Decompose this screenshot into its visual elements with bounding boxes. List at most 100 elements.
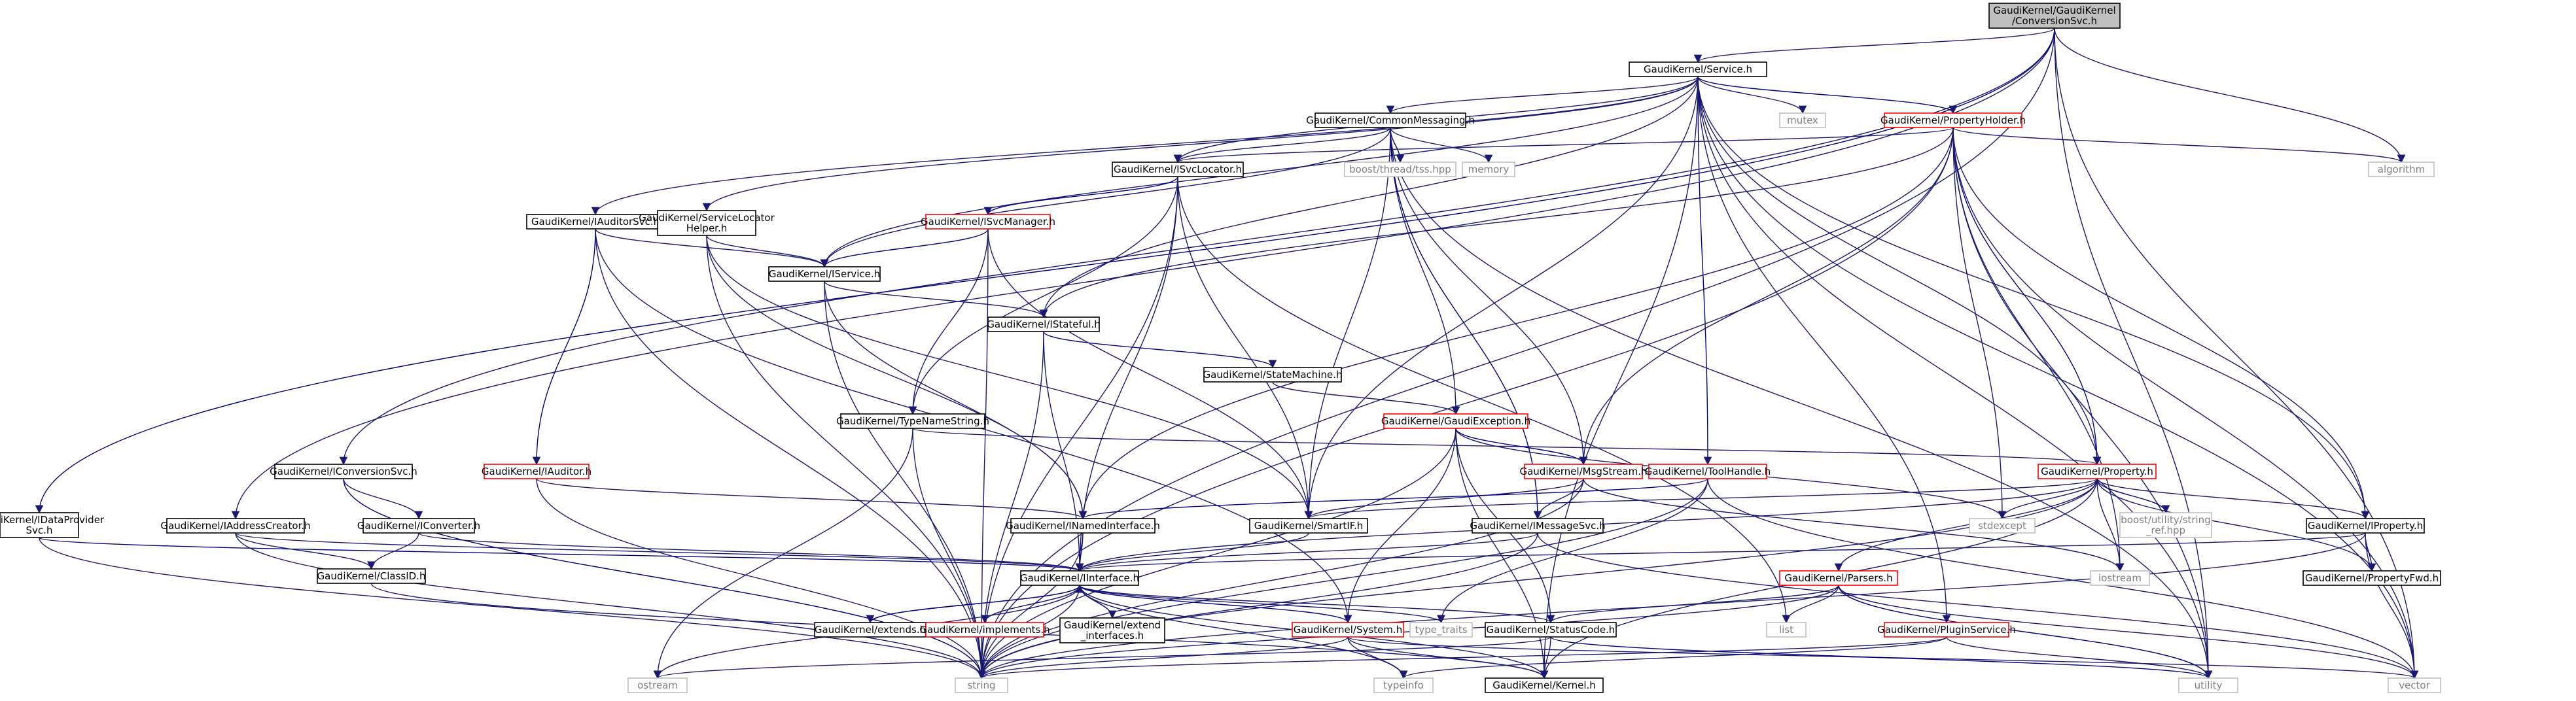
node-property[interactable]: GaudiKernel/Property.h bbox=[2038, 464, 2157, 479]
node-imessagesvc[interactable]: GaudiKernel/IMessageSvc.h bbox=[1470, 518, 1606, 534]
node-iauditor[interactable]: GaudiKernel/IAuditor.h bbox=[482, 464, 591, 479]
node-msgstream[interactable]: GaudiKernel/MsgStream.h bbox=[1519, 464, 1648, 479]
node-extend_interfaces[interactable]: GaudiKernel/extend_interfaces.h bbox=[1059, 617, 1165, 643]
node-box-inamedinterface bbox=[1010, 518, 1156, 534]
node-implements[interactable]: GaudiKernel/implements.h bbox=[919, 622, 1050, 638]
node-commonmessaging[interactable]: GaudiKernel/CommonMessaging.h bbox=[1306, 112, 1475, 128]
node-utility: utility bbox=[2178, 677, 2238, 693]
node-system[interactable]: GaudiKernel/System.h bbox=[1292, 622, 1404, 638]
node-label-servicelocatorhelper: GaudiKernel/ServiceLocator bbox=[639, 212, 775, 224]
node-iservice[interactable]: GaudiKernel/IService.h bbox=[768, 266, 881, 282]
edge-property-to-propertyfwd bbox=[2096, 478, 2376, 572]
node-statuscode[interactable]: GaudiKernel/StatusCode.h bbox=[1485, 622, 1617, 638]
node-box-propertyfwd bbox=[2303, 570, 2441, 586]
edge-iaddresscreator-to-classid bbox=[235, 532, 376, 570]
node-box-stdexcept bbox=[1969, 518, 2036, 534]
node-box-gaudiexception bbox=[1383, 413, 1528, 429]
node-toolhandle[interactable]: GaudiKernel/ToolHandle.h bbox=[1645, 464, 1771, 479]
node-box-threadtss bbox=[1344, 162, 1456, 177]
edge-commonmessaging-to-utility bbox=[1390, 127, 2213, 679]
node-statemachine[interactable]: GaudiKernel/StateMachine.h bbox=[1203, 367, 1343, 383]
node-extends[interactable]: GaudiKernel/extends.h bbox=[814, 622, 926, 638]
node-label-parsers: GaudiKernel/Parsers.h bbox=[1784, 572, 1892, 584]
edge-isvclocator-to-isvcmanager bbox=[983, 176, 1178, 216]
node-iconversionsvc[interactable]: GaudiKernel/IConversionSvc.h bbox=[270, 464, 417, 479]
node-inamedinterface[interactable]: GaudiKernel/INamedInterface.h bbox=[1006, 518, 1160, 534]
edge-toolhandle-to-string bbox=[977, 478, 1708, 679]
edge-isvcmanager-to-iservice bbox=[820, 228, 989, 268]
node-pluginservice[interactable]: GaudiKernel/PluginService.h bbox=[1877, 622, 2016, 638]
node-box-istateful bbox=[987, 316, 1100, 332]
node-root[interactable]: GaudiKernel/GaudiKernel/ConversionSvc.h bbox=[1988, 3, 2121, 29]
node-box-extend_interfaces bbox=[1059, 617, 1165, 643]
edge-iaddresscreator-to-string bbox=[235, 532, 986, 679]
node-iinterface[interactable]: GaudiKernel/IInterface.h bbox=[1020, 570, 1139, 586]
edge-root-to-algorithm bbox=[2054, 27, 2406, 163]
edge-iproperty-to-iinterface bbox=[1076, 532, 2366, 572]
edge-propertyholder-to-msgstream bbox=[1579, 127, 1954, 466]
edge-iinterface-to-system bbox=[1079, 585, 1352, 624]
node-label-iservice: GaudiKernel/IService.h bbox=[769, 268, 880, 280]
node-box-msgstream bbox=[1524, 464, 1643, 479]
node-typenamestring[interactable]: GaudiKernel/TypeNameString.h bbox=[836, 413, 989, 429]
edge-toolhandle-to-vector bbox=[1707, 478, 2419, 679]
node-kernel[interactable]: GaudiKernel/Kernel.h bbox=[1485, 677, 1604, 693]
node-label-propertyholder: GaudiKernel/PropertyHolder.h bbox=[1880, 114, 2026, 126]
edge-root-to-utility bbox=[2054, 27, 2213, 679]
node-label-root: /ConversionSvc.h bbox=[2012, 15, 2097, 27]
edge-root-to-idataprovidersvc bbox=[35, 27, 2055, 514]
node-service[interactable]: GaudiKernel/Service.h bbox=[1629, 61, 1767, 77]
node-istateful[interactable]: GaudiKernel/IStateful.h bbox=[987, 316, 1101, 332]
node-iauditorsvc[interactable]: GaudiKernel/IAuditorSvc.h bbox=[526, 214, 665, 230]
node-box-commonmessaging bbox=[1314, 112, 1466, 128]
node-box-typeinfo bbox=[1373, 677, 1434, 693]
node-label-system: GaudiKernel/System.h bbox=[1294, 624, 1402, 636]
edge-service-to-iproperty bbox=[1697, 76, 2370, 520]
edge-istateful-to-iinterface bbox=[1043, 331, 1084, 572]
edge-iservice-to-istateful bbox=[824, 281, 1048, 318]
node-isvclocator[interactable]: GaudiKernel/ISvcLocator.h bbox=[1112, 162, 1244, 177]
node-gaudiexception[interactable]: GaudiKernel/GaudiException.h bbox=[1381, 413, 1530, 429]
edge-parsers-to-list bbox=[1782, 585, 1839, 624]
node-iconverter[interactable]: GaudiKernel/IConverter.h bbox=[357, 518, 480, 534]
edge-service-to-commonmessaging bbox=[1386, 76, 1699, 114]
node-label-commonmessaging: GaudiKernel/CommonMessaging.h bbox=[1306, 114, 1475, 126]
edge-gaudiexception-to-system bbox=[1343, 428, 1456, 624]
node-box-vector bbox=[2388, 677, 2441, 693]
node-iaddresscreator[interactable]: GaudiKernel/IAddressCreator.h bbox=[160, 518, 311, 534]
node-box-root bbox=[1988, 3, 2121, 29]
node-isvcmanager[interactable]: GaudiKernel/ISvcManager.h bbox=[921, 214, 1055, 230]
node-label-boostref: _ref.hpp bbox=[2145, 524, 2185, 537]
node-label-iinterface: GaudiKernel/IInterface.h bbox=[1020, 572, 1139, 584]
node-label-algorithm: algorithm bbox=[2378, 163, 2425, 175]
node-parsers[interactable]: GaudiKernel/Parsers.h bbox=[1779, 570, 1898, 586]
node-label-iconversionsvc: GaudiKernel/IConversionSvc.h bbox=[270, 466, 417, 477]
edge-isvclocator-to-string bbox=[977, 176, 1178, 679]
edge-propertyholder-to-isvclocator bbox=[1174, 127, 1954, 163]
node-iproperty[interactable]: GaudiKernel/IProperty.h bbox=[2306, 518, 2425, 534]
edge-iproperty-to-propertyfwd bbox=[2365, 532, 2376, 572]
edge-pluginservice-to-typeinfo bbox=[1400, 636, 1947, 679]
node-label-stdexcept: stdexcept bbox=[1978, 520, 2026, 532]
node-label-list: list bbox=[1779, 624, 1793, 636]
node-box-implements bbox=[925, 622, 1044, 638]
node-label-threadtss: boost/thread/tss.hpp bbox=[1349, 163, 1451, 175]
node-box-iaddresscreator bbox=[166, 518, 305, 534]
node-classid[interactable]: GaudiKernel/ClassID.h bbox=[317, 568, 426, 584]
node-label-iostream: iostream bbox=[2098, 572, 2142, 584]
node-box-isvcmanager bbox=[925, 214, 1051, 230]
node-box-string bbox=[955, 677, 1008, 693]
edge-pluginservice-to-utility bbox=[1946, 636, 2213, 679]
node-propertyholder[interactable]: GaudiKernel/PropertyHolder.h bbox=[1880, 112, 2026, 128]
edge-root-to-vector bbox=[2054, 27, 2419, 679]
edge-isvcmanager-to-typenamestring bbox=[908, 228, 989, 415]
node-box-memory bbox=[1462, 162, 1515, 177]
edge-iauditor-to-inamedinterface bbox=[536, 478, 1087, 520]
node-label-type_traits: type_traits bbox=[1415, 624, 1467, 636]
node-propertyfwd[interactable]: GaudiKernel/PropertyFwd.h bbox=[2303, 570, 2441, 586]
node-boostref: boost/utility/string_ref.hpp bbox=[2119, 512, 2212, 538]
node-label-service: GaudiKernel/Service.h bbox=[1644, 63, 1752, 75]
node-smartif[interactable]: GaudiKernel/SmartIF.h bbox=[1249, 518, 1368, 534]
